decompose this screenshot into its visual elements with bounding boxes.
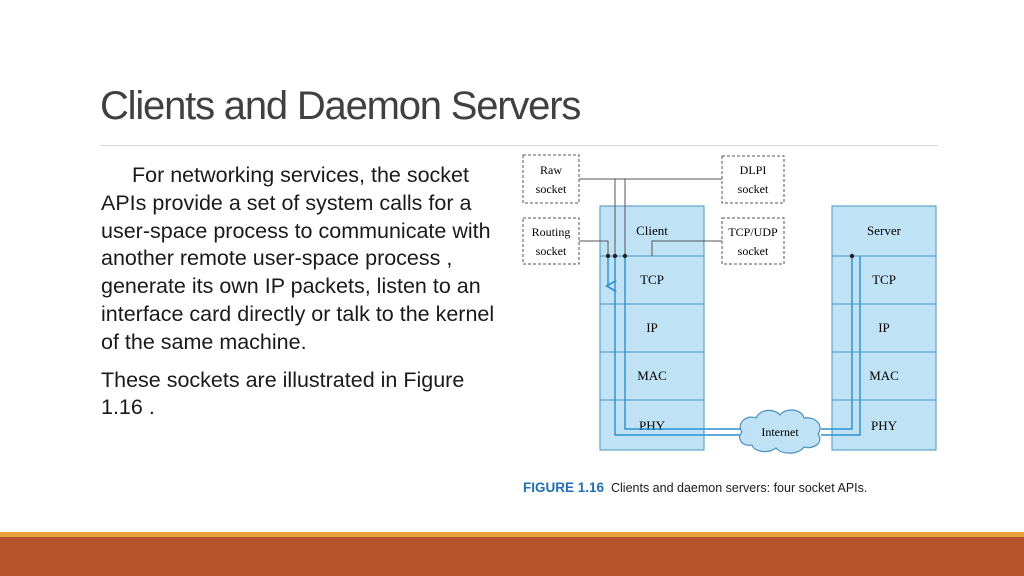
routing-socket-line2: socket xyxy=(536,244,567,258)
routing-socket-line1: Routing xyxy=(532,225,571,239)
figure-caption: FIGURE 1.16 Clients and daemon servers: … xyxy=(523,480,867,495)
raw-socket-line2: socket xyxy=(536,182,567,196)
tcpudp-socket-line2: socket xyxy=(738,244,769,258)
server-blue-path xyxy=(821,256,853,430)
internet-label: Internet xyxy=(761,425,799,439)
client-blue-path-outer xyxy=(614,258,742,436)
data-paths xyxy=(608,253,861,436)
dlpi-socket-line2: socket xyxy=(738,182,769,196)
routing-junction-dot xyxy=(605,253,611,259)
server-layer-tcp xyxy=(831,255,937,305)
title-divider xyxy=(100,145,938,146)
routing-socket-connector xyxy=(579,240,609,256)
tcpudp-socket-connector xyxy=(651,240,722,256)
raw-socket-line1: Raw xyxy=(540,163,562,177)
server-layer-phy xyxy=(831,399,937,451)
routing-socket-box: Routing socket xyxy=(522,217,580,265)
client-phy-label: PHY xyxy=(639,418,666,433)
caption-figure-number: FIGURE 1.16 xyxy=(523,480,605,495)
server-stack: Server TCP IP MAC PHY xyxy=(831,205,937,451)
cloud-shape xyxy=(739,409,821,454)
client-layer-mac xyxy=(599,351,705,401)
dlpi-junction-dot xyxy=(612,253,618,259)
client-ip-label: IP xyxy=(646,320,658,335)
client-layer-tcp xyxy=(599,255,705,305)
server-blue-path-2 xyxy=(821,256,861,436)
server-mac-label: MAC xyxy=(869,368,899,383)
slide-body: For networking services, the socket APIs… xyxy=(101,162,501,432)
server-ip-label: IP xyxy=(878,320,890,335)
paragraph-1-text: For networking services, the socket APIs… xyxy=(101,163,495,354)
footer-accent-stripe xyxy=(0,532,1024,537)
server-phy-label: PHY xyxy=(871,418,898,433)
server-junction-dot xyxy=(849,253,855,259)
server-label: Server xyxy=(867,223,902,238)
client-mac-label: MAC xyxy=(637,368,667,383)
client-label: Client xyxy=(636,223,668,238)
client-layer-ip xyxy=(599,303,705,353)
server-tcp-label: TCP xyxy=(872,272,896,287)
dlpi-socket-line1: DLPI xyxy=(740,163,767,177)
dlpi-socket-box: DLPI socket xyxy=(721,155,785,204)
internet-cloud: Internet xyxy=(739,409,821,454)
raw-socket-box: Raw socket xyxy=(522,154,580,204)
caption-text: Clients and daemon servers: four socket … xyxy=(611,481,867,495)
client-layer-phy xyxy=(599,399,705,451)
tcpudp-socket-line1: TCP/UDP xyxy=(728,225,778,239)
raw-junction-dot xyxy=(622,253,628,259)
client-stack: Client TCP IP MAC PHY xyxy=(599,205,705,451)
body-paragraph-1: For networking services, the socket APIs… xyxy=(101,162,501,357)
footer-band xyxy=(0,537,1024,576)
client-blue-path-inner xyxy=(624,258,742,430)
socket-api-figure: Client TCP IP MAC PHY Server TCP IP MAC … xyxy=(522,154,937,495)
server-layer-ip xyxy=(831,303,937,353)
server-layer-app xyxy=(831,205,937,257)
tcpudp-socket-box: TCP/UDP socket xyxy=(721,217,785,265)
slide-title: Clients and Daemon Servers xyxy=(100,84,581,128)
body-paragraph-2: These sockets are illustrated in Figure … xyxy=(101,367,465,420)
client-tcp-label: TCP xyxy=(640,272,664,287)
